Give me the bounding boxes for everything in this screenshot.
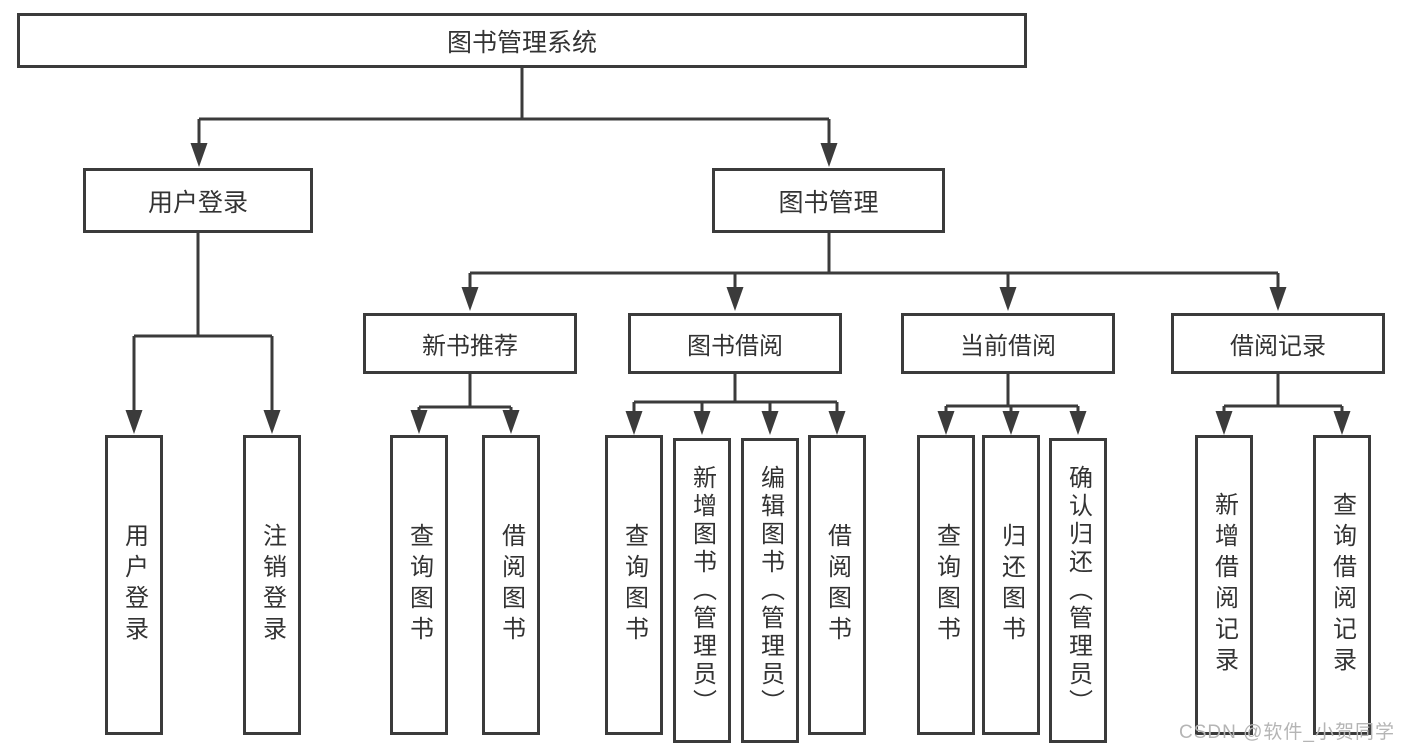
arrow-down-icon — [999, 287, 1017, 311]
node-book-management: 图书管理 — [712, 168, 945, 233]
arrow-down-icon — [761, 411, 779, 435]
arrow-down-icon — [1333, 411, 1351, 435]
arrow-down-icon — [410, 410, 428, 434]
arrow-down-icon — [1269, 287, 1287, 311]
watermark: CSDN @软件_小贺同学 — [1179, 722, 1395, 743]
arrow-down-icon — [461, 287, 479, 311]
leaf-add-books-admin: 新增图书（管理员） — [673, 438, 731, 743]
arrow-down-icon — [1002, 411, 1020, 435]
node-user-login: 用户登录 — [83, 168, 313, 233]
leaf-borrow-books-borrow: 借阅图书 — [808, 435, 866, 735]
node-new-book-recommend: 新书推荐 — [363, 313, 577, 374]
leaf-query-books-borrow: 查询图书 — [605, 435, 663, 735]
leaf-edit-books-admin: 编辑图书（管理员） — [741, 438, 799, 743]
arrow-down-icon — [1069, 411, 1087, 435]
arrow-down-icon — [190, 143, 208, 167]
node-borrow-records: 借阅记录 — [1171, 313, 1385, 374]
arrow-down-icon — [828, 411, 846, 435]
arrow-down-icon — [502, 410, 520, 434]
node-library-management-system: 图书管理系统 — [17, 13, 1027, 68]
leaf-borrow-books-recommend: 借阅图书 — [482, 435, 540, 735]
arrowhead-icons — [125, 143, 1351, 435]
arrow-down-icon — [820, 143, 838, 167]
leaf-return-books: 归还图书 — [982, 435, 1040, 735]
arrow-down-icon — [1215, 411, 1233, 435]
arrow-down-icon — [726, 287, 744, 311]
leaf-add-borrow-record: 新增借阅记录 — [1195, 435, 1253, 735]
leaf-query-borrow-record: 查询借阅记录 — [1313, 435, 1371, 735]
arrow-down-icon — [693, 411, 711, 435]
leaf-confirm-return-admin: 确认归还（管理员） — [1049, 438, 1107, 743]
node-book-borrow: 图书借阅 — [628, 313, 842, 374]
arrow-down-icon — [937, 411, 955, 435]
arrow-down-icon — [125, 410, 143, 434]
leaf-query-books-recommend: 查询图书 — [390, 435, 448, 735]
arrow-down-icon — [625, 411, 643, 435]
leaf-logout-login: 注销登录 — [243, 435, 301, 735]
leaf-user-login: 用户登录 — [105, 435, 163, 735]
leaf-query-books-current: 查询图书 — [917, 435, 975, 735]
arrow-down-icon — [263, 410, 281, 434]
node-current-borrow: 当前借阅 — [901, 313, 1115, 374]
